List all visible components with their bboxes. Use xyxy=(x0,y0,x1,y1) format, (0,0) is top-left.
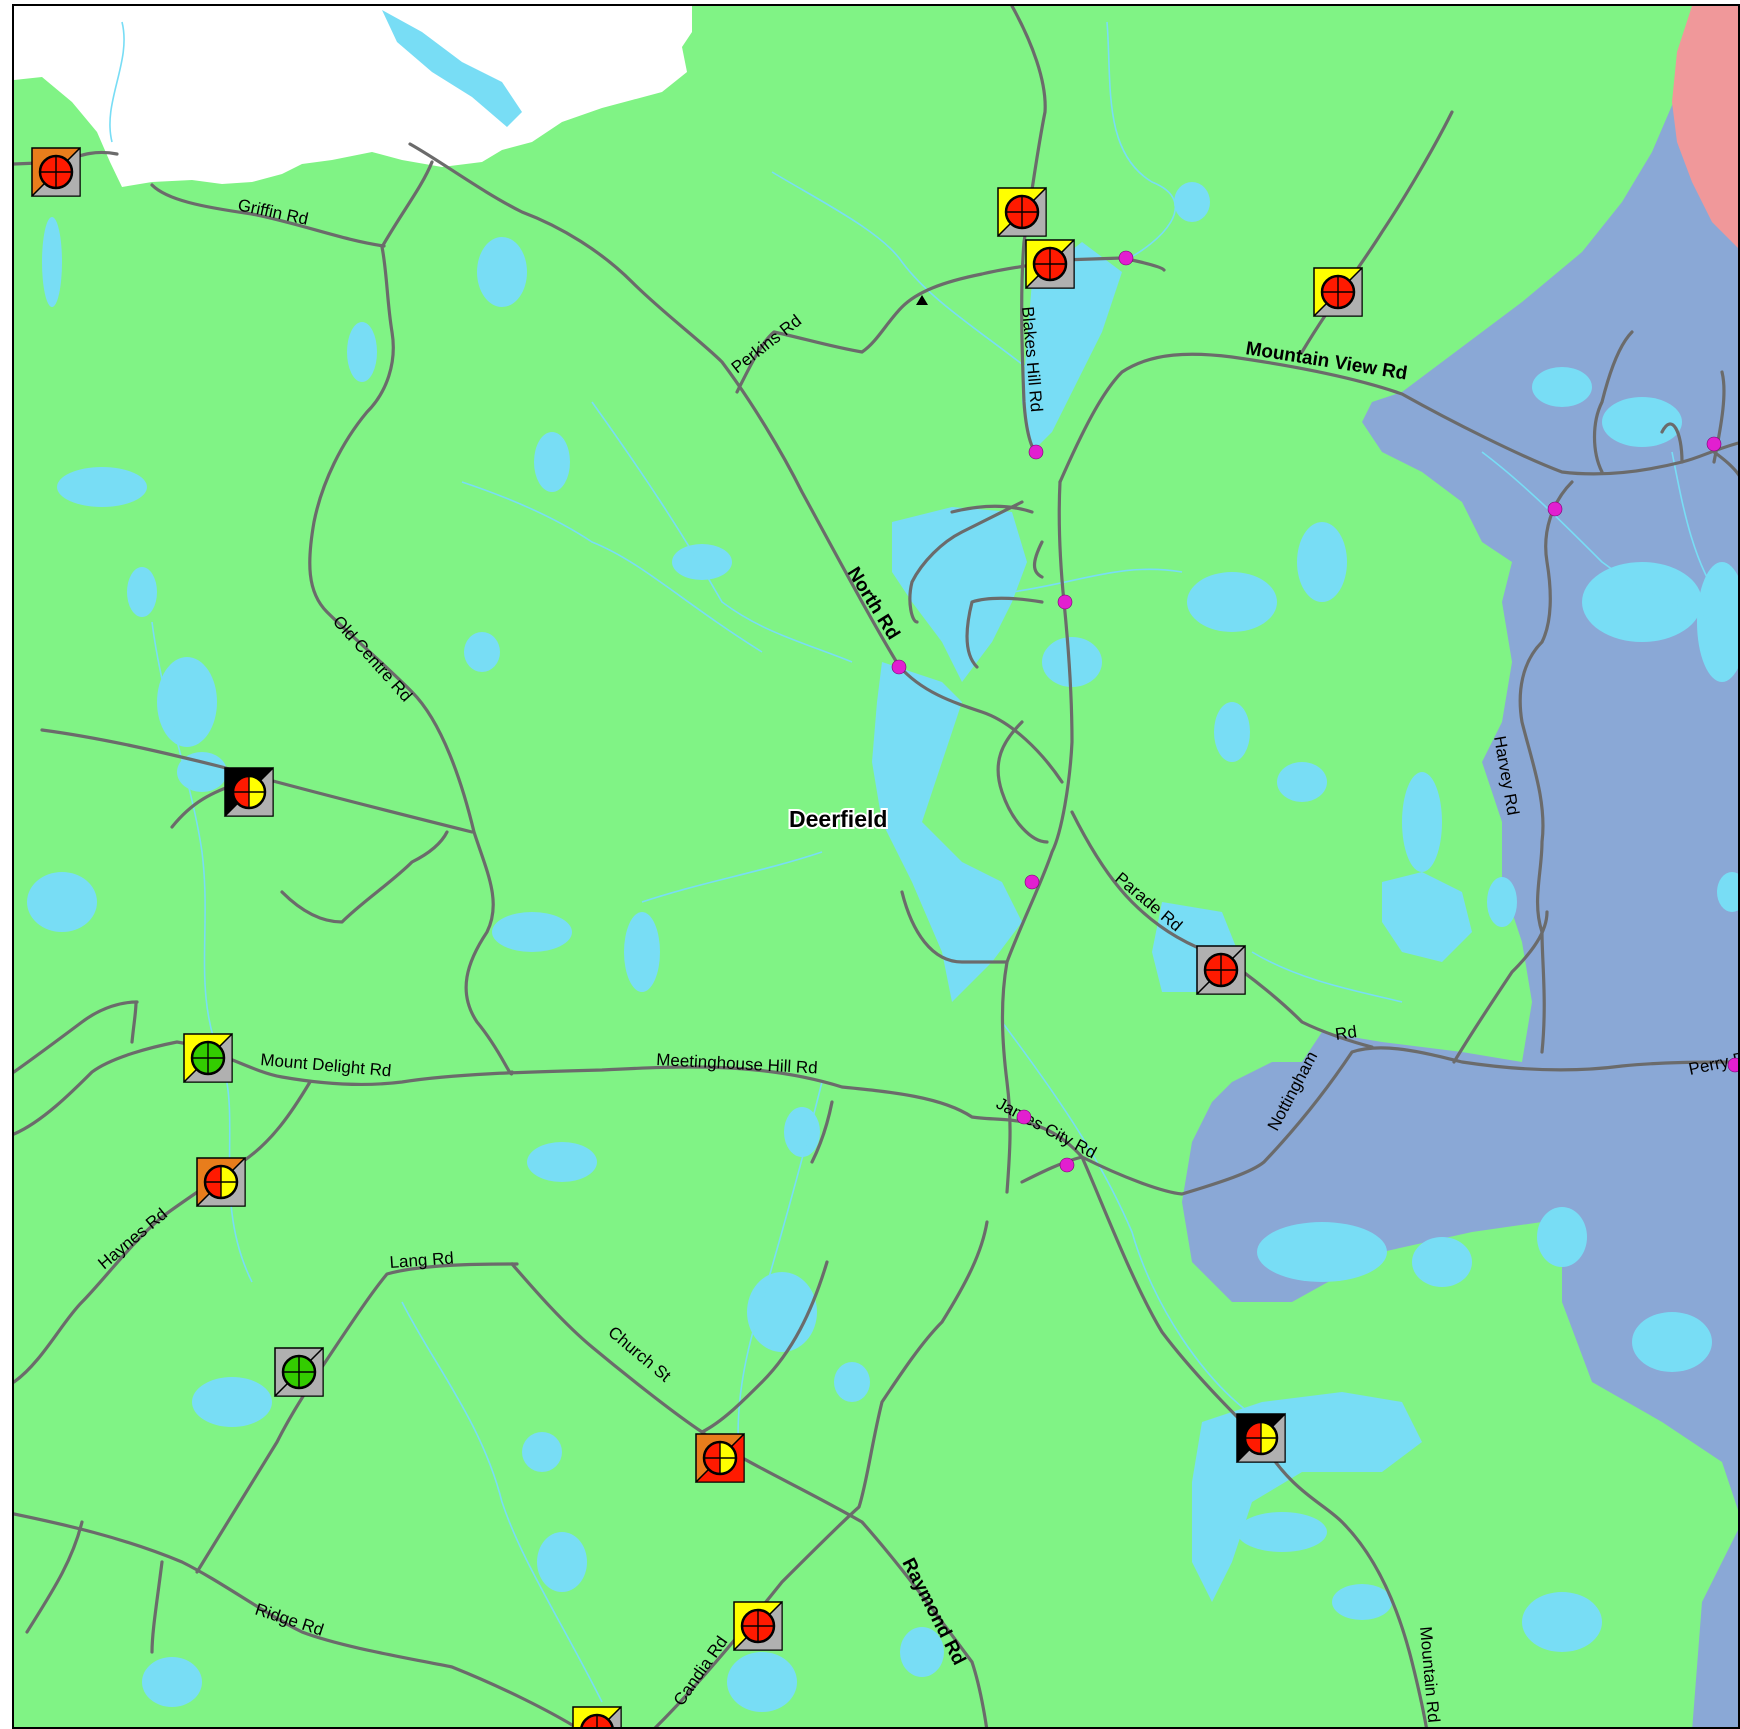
junction-node xyxy=(1059,1157,1075,1173)
road-label-nottingham-rd: Rd xyxy=(1334,1022,1358,1044)
summit-triangle-icon xyxy=(916,295,928,305)
water-bodies xyxy=(27,10,1738,1712)
marker-bottom-edge-icon[interactable] xyxy=(572,1705,622,1729)
marker-mount-delight-icon[interactable] xyxy=(182,1032,233,1083)
marker-candia-rd-icon[interactable] xyxy=(732,1600,783,1651)
pink-zone xyxy=(1672,6,1738,248)
junction-node xyxy=(1057,594,1073,610)
junction-node xyxy=(1547,501,1563,517)
marker-lang-rd-icon[interactable] xyxy=(273,1346,324,1397)
marker-griffin-west-icon[interactable] xyxy=(30,146,81,197)
junction-nodes xyxy=(891,250,1738,1173)
marker-parade-rd-icon[interactable] xyxy=(1195,944,1246,995)
land-area xyxy=(14,6,1738,1727)
marker-mountain-view-icon[interactable] xyxy=(1312,266,1363,317)
marker-mountain-rd-icon[interactable] xyxy=(1235,1412,1286,1463)
map-frame[interactable]: Griffin Rd Perkins Rd Blakes Hill Rd Mou… xyxy=(12,4,1740,1729)
marker-haynes-rd-icon[interactable] xyxy=(195,1156,246,1207)
marker-church-st-icon[interactable] xyxy=(694,1432,745,1483)
junction-node xyxy=(1727,1057,1738,1073)
place-label: Deerfield xyxy=(789,806,887,832)
unmapped-area xyxy=(14,6,692,187)
blue-zone xyxy=(1182,6,1738,1727)
junction-node xyxy=(1028,444,1044,460)
marker-blakes-hill-north-icon[interactable] xyxy=(996,186,1047,237)
junction-node xyxy=(1706,436,1722,452)
junction-node xyxy=(891,659,907,675)
marker-west-road-icon[interactable] xyxy=(223,766,274,817)
road-label-lang: Lang Rd xyxy=(389,1249,454,1272)
junction-node xyxy=(1024,874,1040,890)
junction-node xyxy=(1118,250,1134,266)
site-markers xyxy=(30,146,1363,1729)
streams xyxy=(109,21,1723,1703)
junction-node xyxy=(1016,1109,1032,1125)
marker-blakes-hill-south-icon[interactable] xyxy=(1024,238,1075,289)
map-canvas[interactable]: Griffin Rd Perkins Rd Blakes Hill Rd Mou… xyxy=(14,6,1740,1729)
